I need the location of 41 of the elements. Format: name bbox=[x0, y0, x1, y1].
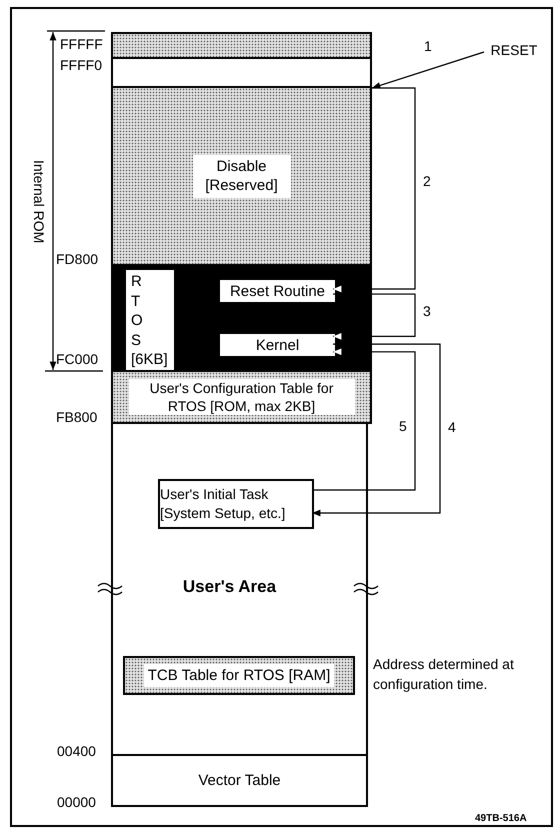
region-label: Kernel bbox=[256, 336, 300, 354]
task-box bbox=[158, 479, 314, 529]
arrow bbox=[333, 293, 416, 340]
memory-segment bbox=[111, 422, 368, 756]
memory-segment bbox=[111, 32, 372, 59]
routine-box bbox=[220, 280, 335, 302]
table-box bbox=[123, 656, 355, 695]
region-title: User's Area bbox=[182, 577, 276, 597]
region-label: Reset Routine bbox=[230, 282, 326, 300]
step-number: 5 bbox=[399, 418, 407, 434]
address-label: FD800 bbox=[56, 251, 98, 267]
figure-code: 49TB-516A bbox=[475, 813, 527, 824]
region-label: User's Initial Task [System Setup, etc.] bbox=[160, 485, 286, 523]
address-label: 00400 bbox=[57, 743, 96, 759]
address-label: FB800 bbox=[56, 409, 98, 425]
memory-segment bbox=[111, 370, 372, 424]
step-number: 4 bbox=[448, 419, 456, 435]
memory-segment bbox=[111, 754, 368, 807]
address-label: FFFF0 bbox=[60, 57, 102, 73]
region-label: TCB Table for RTOS [RAM] bbox=[144, 664, 334, 688]
range-label: Internal ROM bbox=[31, 160, 47, 244]
address-label: FFFFF bbox=[60, 36, 103, 52]
routine-box bbox=[220, 334, 335, 356]
region-label: RESET bbox=[490, 42, 538, 58]
step-number: 2 bbox=[423, 173, 431, 189]
arrow bbox=[312, 348, 416, 491]
step-number: 3 bbox=[423, 303, 431, 319]
region-label: R T O S [6KB] bbox=[131, 272, 169, 370]
note-text: Address determined at configuration time. bbox=[373, 655, 515, 694]
region-label: Vector Table bbox=[198, 772, 281, 789]
arrow bbox=[312, 344, 441, 516]
arrow bbox=[333, 87, 416, 292]
memory-segment bbox=[111, 57, 372, 88]
region-label: User's Configuration Table for RTOS [ROM, max 2KB] bbox=[128, 378, 354, 416]
memory-segment bbox=[111, 86, 372, 266]
step-number: 1 bbox=[424, 38, 432, 54]
arrow bbox=[372, 51, 484, 89]
region-label: Disable [Reserved] bbox=[192, 154, 290, 198]
address-label: FC000 bbox=[56, 351, 98, 367]
memory-segment bbox=[111, 264, 372, 372]
address-label: 00000 bbox=[57, 794, 96, 810]
